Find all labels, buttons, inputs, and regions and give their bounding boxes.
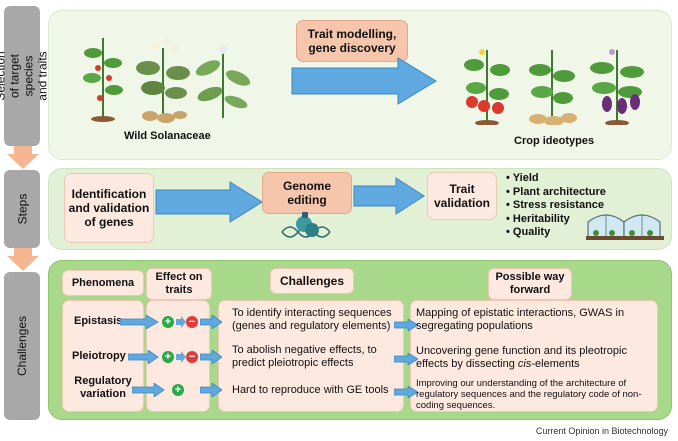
header-challenges: Challenges — [270, 268, 354, 294]
phenomenon-regulatory: Regulatory variation — [74, 375, 132, 400]
side-tab-selection-label: Selection of target species and traits — [0, 51, 50, 101]
row2-arrow-b — [200, 350, 222, 364]
side-tab-selection: Selection of target species and traits — [0, 6, 50, 146]
wild-solanaceae-label: Wild Solanaceae — [124, 130, 211, 142]
trait-item-architecture: • Plant architecture — [506, 185, 606, 198]
genome-editing-label: Genome editing — [282, 179, 331, 207]
plus-icon: + — [172, 384, 184, 396]
top-blue-arrow — [291, 57, 437, 105]
steps-blue-arrow-2 — [353, 177, 425, 215]
row3-arrow-b — [200, 383, 222, 397]
identification-label: Identification and validation of genes — [68, 187, 150, 229]
identification-box: Identification and validation of genes — [64, 173, 154, 243]
side-tab-steps: Steps — [4, 170, 40, 248]
trait-validation-box: Trait validation — [427, 172, 497, 220]
minus-icon: − — [186, 316, 198, 328]
challenge-regulatory: Hard to reproduce with GE tools — [232, 384, 389, 396]
trait-item-yield: • Yield — [506, 172, 539, 184]
row2-arrow-a — [128, 350, 159, 364]
row2-small-arrow — [176, 351, 186, 363]
trait-item-quality: • Quality — [506, 226, 551, 238]
forward-epistasis: Mapping of epistatic interactions, GWAS … — [416, 307, 625, 332]
header-effect: Effect on traits — [146, 268, 212, 300]
row2-arrow-c — [394, 353, 418, 365]
header-forward: Possible way forward — [488, 268, 572, 300]
row1-small-arrow — [176, 316, 186, 328]
greenhouse-icon — [586, 214, 664, 240]
header-forward-label: Possible way forward — [495, 271, 565, 296]
challenges-column — [218, 300, 404, 412]
side-tab-challenges-label: Challenges — [15, 315, 30, 377]
header-challenges-label: Challenges — [279, 273, 345, 288]
row1-arrow-b — [200, 315, 222, 329]
side-tab-challenges: Challenges — [4, 272, 40, 420]
plus-icon: + — [162, 316, 174, 328]
trait-item-stress: • Stress resistance — [506, 199, 605, 211]
row1-arrow-a — [120, 315, 159, 329]
trait-list: • Yield • Plant architecture • Stress re… — [506, 172, 636, 240]
forward-column — [410, 300, 658, 412]
forward-pleiotropy: Uncovering gene function and its pleotro… — [416, 345, 627, 370]
header-phenomena-label: Phenomena — [71, 276, 135, 289]
challenge-epistasis: To identify interacting sequences (genes… — [232, 307, 392, 332]
footer-credit: Current Opinion in Biotechnology — [535, 426, 668, 436]
genome-editing-box: Genome editing — [262, 172, 352, 214]
down-arrow-1 — [7, 146, 39, 169]
row3-arrow-a — [132, 383, 165, 397]
crispr-icon — [281, 212, 331, 238]
plus-icon: + — [162, 351, 174, 363]
row1-arrow-c — [394, 319, 418, 331]
steps-blue-arrow-1 — [155, 181, 263, 223]
forward-regulatory: Improving our understanding of the archi… — [416, 378, 642, 411]
trait-modelling-label: Trait modelling, gene discovery — [307, 27, 397, 55]
wild-solanaceae-illustration — [83, 38, 251, 123]
down-arrow-2 — [7, 248, 39, 271]
header-effect-label: Effect on traits — [155, 271, 203, 296]
crop-ideotypes-illustration — [464, 49, 644, 125]
phenomenon-epistasis: Epistasis — [74, 315, 123, 327]
header-phenomena: Phenomena — [62, 270, 144, 296]
crop-ideotypes-label: Crop ideotypes — [514, 135, 595, 147]
challenge-pleiotropy: To abolish negative effects, to predict … — [232, 344, 377, 369]
phenomenon-pleiotropy: Pleiotropy — [72, 350, 126, 362]
minus-icon: − — [186, 351, 198, 363]
side-tab-steps-label: Steps — [15, 193, 29, 225]
trait-validation-label: Trait validation — [433, 182, 490, 210]
trait-item-heritability: • Heritability — [506, 212, 570, 225]
row3-arrow-c — [394, 386, 418, 398]
trait-modelling-box: Trait modelling, gene discovery — [296, 20, 408, 62]
